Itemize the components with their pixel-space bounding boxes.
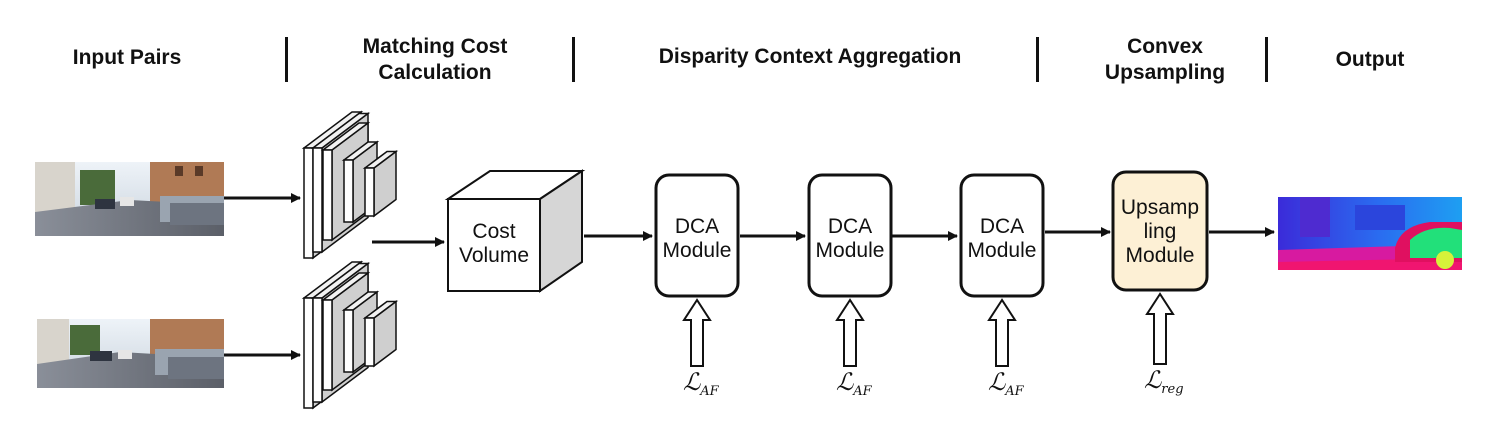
header-matching-line1: Matching Cost [362, 35, 508, 58]
upsampling-module-label: Upsamp ling Module [1113, 196, 1207, 268]
dca-module-1-box [654, 173, 740, 298]
header-convex-line1: Convex [1127, 35, 1203, 58]
loss-symbol: ℒ [988, 368, 1006, 396]
feature-map-layer-face [312, 297, 323, 403]
feature-map-layer-face [364, 317, 375, 367]
dca-module-2-label: DCA Module [809, 215, 891, 263]
upsampling-line1: Upsamp [1120, 196, 1200, 219]
header-divider [285, 37, 288, 82]
cost-volume-line1: Cost [472, 220, 516, 243]
feature-map-layer-face [343, 309, 354, 373]
feature-map-layer-face [303, 297, 314, 409]
loss-symbol: ℒ [1144, 366, 1162, 394]
upsampling-module-box [1111, 170, 1209, 292]
feature-map-layer-face [364, 167, 375, 217]
loss-arrow-reg [1145, 292, 1175, 365]
loss-subscript: AF [853, 384, 872, 399]
loss-symbol: ℒ [836, 368, 854, 396]
header-convex-line2: Upsampling [1104, 61, 1226, 84]
loss-af-1: ℒAF [683, 368, 719, 399]
header-convex-upsampling: Convex Upsampling [1080, 34, 1250, 86]
header-divider [572, 37, 575, 82]
feature-extractor-bottom [301, 260, 399, 410]
loss-subscript: AF [700, 384, 719, 399]
header-divider [1036, 37, 1039, 82]
loss-af-2: ℒAF [836, 368, 872, 399]
dca-module-3-box [959, 173, 1045, 298]
input-image-left [35, 162, 224, 236]
loss-arrow-3 [987, 298, 1017, 367]
dca-module-3-line1: DCA [979, 215, 1025, 238]
upsampling-line3: Module [1125, 244, 1195, 267]
dca-module-3-line2: Module [967, 239, 1037, 262]
header-matching-cost: Matching Cost Calculation [335, 34, 535, 86]
cost-volume-line2: Volume [458, 244, 530, 267]
dca-module-2-box [807, 173, 893, 298]
cost-volume-label: Cost Volume [448, 220, 540, 268]
header-disparity-context-aggregation: Disparity Context Aggregation [658, 45, 962, 68]
dca-module-3-label: DCA Module [961, 215, 1043, 263]
header-input-pairs: Input Pairs [72, 46, 182, 69]
dca-module-2-line2: Module [815, 239, 885, 262]
loss-subscript: AF [1005, 384, 1024, 399]
feature-map-layer-face [343, 159, 354, 223]
cost-volume-cube [444, 169, 586, 293]
input-image-right [37, 319, 224, 388]
loss-arrow-1 [682, 298, 712, 367]
loss-subscript: reg [1161, 382, 1184, 397]
feature-extractor-top [301, 110, 399, 260]
loss-arrow-2 [835, 298, 865, 367]
output-disparity-map [1278, 197, 1462, 270]
feature-map-layer-face [312, 147, 323, 253]
header-output: Output [1335, 48, 1405, 71]
dca-module-2-line1: DCA [827, 215, 873, 238]
feature-map-layer-face [322, 149, 333, 241]
loss-af-3: ℒAF [988, 368, 1024, 399]
header-matching-line2: Calculation [378, 61, 492, 84]
dca-module-1-line1: DCA [674, 215, 720, 238]
upsampling-line2: ling [1143, 220, 1177, 243]
loss-symbol: ℒ [683, 368, 701, 396]
feature-map-layer-face [303, 147, 314, 259]
dca-module-1-label: DCA Module [656, 215, 738, 263]
loss-reg: ℒreg [1144, 366, 1184, 397]
feature-map-layer-face [322, 299, 333, 391]
dca-module-1-line2: Module [662, 239, 732, 262]
header-divider [1265, 37, 1268, 82]
